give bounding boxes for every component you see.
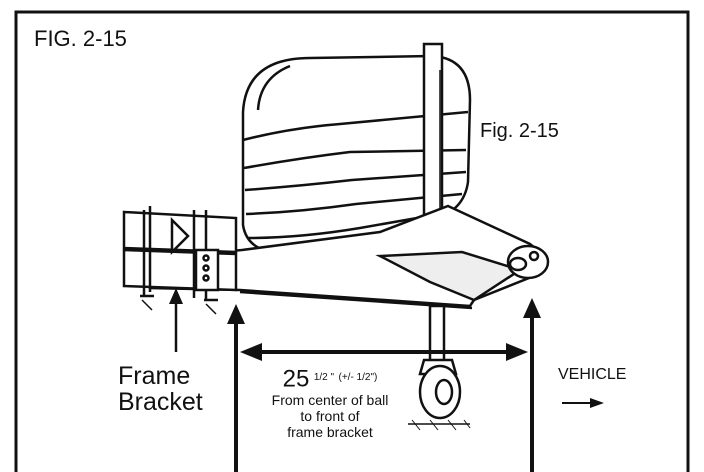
caster-wheel — [408, 304, 471, 431]
figure-inset-label: Fig. 2-15 — [480, 120, 559, 142]
dimension-desc-line2: to front of — [300, 408, 360, 425]
figure-title: FIG. 2-15 — [34, 26, 127, 51]
frame-bracket — [122, 206, 238, 315]
frame-bracket-label: Frame Bracket — [118, 363, 203, 415]
dimension-tolerance: (+/- 1/2") — [338, 372, 378, 383]
figure-border — [14, 10, 690, 472]
tank-illustration — [241, 54, 472, 255]
dimension-whole: 25 — [282, 365, 310, 393]
vehicle-direction-arrow — [562, 398, 604, 408]
frame-pointer-arrow — [169, 288, 183, 352]
dimension-arrow — [240, 343, 528, 361]
dimension-fraction: 1/2 " — [313, 372, 335, 383]
frame-bracket-label-line2: Bracket — [118, 388, 203, 416]
dimension-desc-line3: frame bracket — [287, 424, 373, 441]
frame-bracket-label-line1: Frame — [118, 362, 191, 390]
dimension-annotation: 25 1/2 " (+/- 1/2") From center of ball … — [242, 367, 418, 441]
dimension-value: 25 1/2 " (+/- 1/2") — [242, 367, 418, 391]
left-measure-line — [227, 304, 245, 472]
hitch-tongue — [148, 204, 542, 310]
coupler-ball — [506, 244, 550, 280]
dimension-desc-line1: From center of ball — [271, 392, 389, 409]
dimension-description: From center of ball to front of frame br… — [242, 392, 418, 440]
vehicle-label: VEHICLE — [558, 366, 627, 383]
right-measure-line — [523, 298, 541, 472]
